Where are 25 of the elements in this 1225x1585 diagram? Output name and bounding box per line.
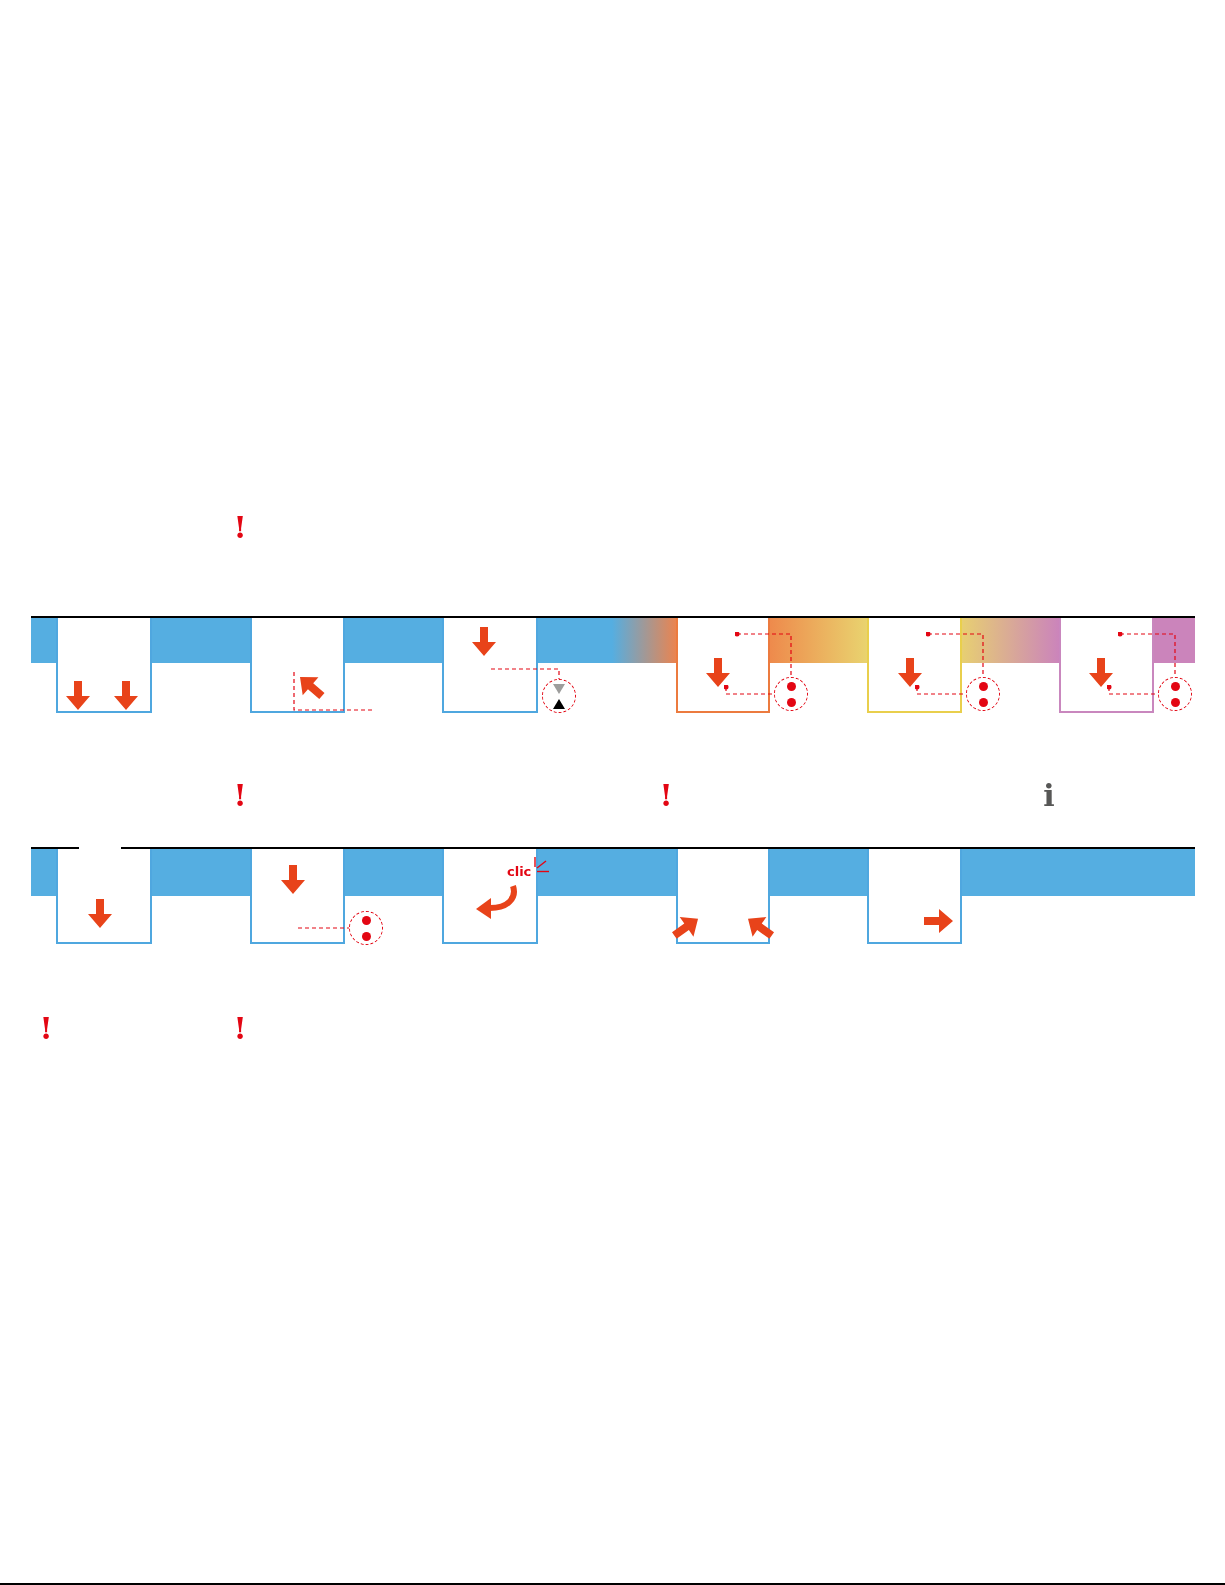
action-label: clic — [507, 864, 532, 879]
image-frame — [442, 618, 538, 713]
detail-circle — [349, 911, 383, 945]
leader-line — [293, 671, 373, 711]
image-frame — [1059, 618, 1154, 713]
detail-circle — [774, 677, 808, 711]
leader-line — [734, 631, 792, 678]
image-frame — [676, 618, 770, 713]
image-frame — [250, 849, 345, 944]
exclamation-mark: ! — [39, 1014, 53, 1044]
leader-line — [723, 684, 775, 695]
detail-circle — [966, 677, 1000, 711]
exclamation-mark: ! — [659, 781, 673, 811]
detail-circle — [542, 679, 576, 713]
exclamation-mark: ! — [233, 1014, 247, 1044]
image-frame — [56, 618, 152, 713]
image-frame — [56, 849, 152, 944]
image-frame — [867, 849, 962, 944]
image-frame — [867, 618, 962, 713]
exclamation-mark: ! — [233, 781, 247, 811]
detail-circle — [1158, 677, 1192, 711]
leader-line — [297, 927, 350, 929]
image-frame — [250, 618, 345, 713]
info-mark: i — [1043, 781, 1055, 811]
exclamation-mark: ! — [233, 513, 247, 543]
